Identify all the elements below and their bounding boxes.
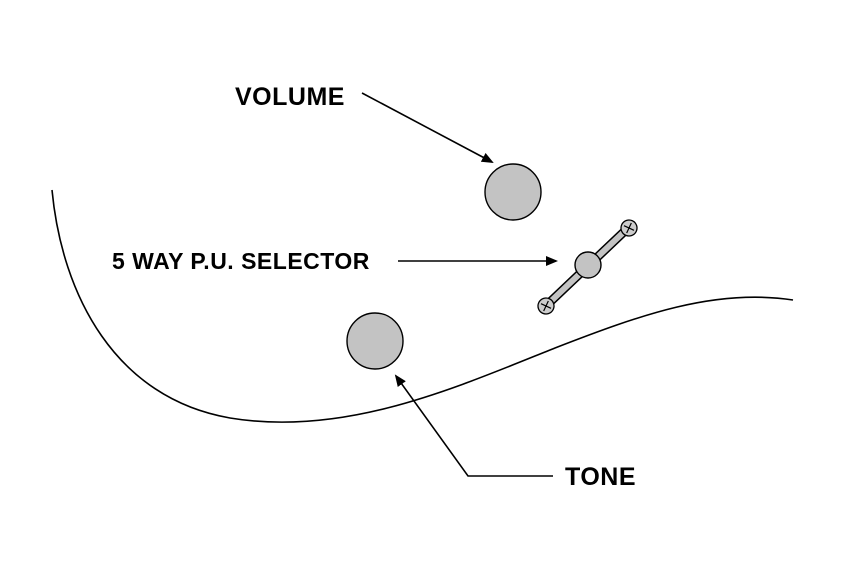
tone-label: TONE <box>565 463 636 491</box>
volume-label: VOLUME <box>235 83 345 111</box>
selector-screw-bottom-icon <box>537 297 555 315</box>
body-contour-line <box>51 189 794 424</box>
selector-label: 5 WAY P.U. SELECTOR <box>112 248 370 274</box>
tone-knob <box>346 312 404 370</box>
pickup-selector-switch <box>537 219 638 315</box>
selector-screw-top-icon <box>620 219 638 237</box>
selector-pivot <box>574 251 602 279</box>
volume-pointer-arrow <box>361 92 494 163</box>
tone-pointer-arrow <box>394 374 553 477</box>
volume-knob <box>484 163 542 221</box>
